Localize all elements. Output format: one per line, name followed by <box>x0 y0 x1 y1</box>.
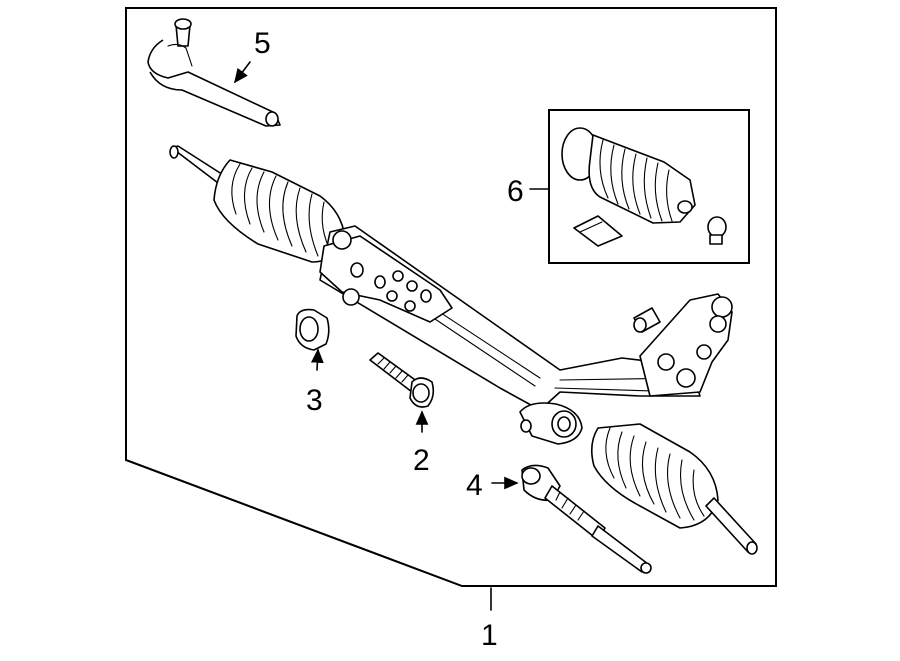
outer-tie-rod-end-arrow <box>234 61 251 84</box>
nut-part <box>295 308 330 351</box>
callout-inner-tie-rod: 4 <box>466 469 483 502</box>
nut-arrow <box>310 348 324 371</box>
callout-boot-kit: 6 <box>507 175 524 208</box>
callout-outer-tie-rod-end: 5 <box>254 27 271 60</box>
outer-tie-rod-end <box>147 18 281 127</box>
assembly-frame <box>125 7 777 587</box>
callout-nut: 3 <box>306 384 323 417</box>
callout-bolt: 2 <box>413 444 430 477</box>
boot-kit-inset <box>548 109 750 264</box>
steering-rack-assembly <box>169 145 758 555</box>
callout-assembly: 1 <box>481 619 498 652</box>
inner-tie-rod <box>521 464 652 574</box>
boot-kit-parts <box>561 127 727 247</box>
bolt-part <box>369 352 435 408</box>
